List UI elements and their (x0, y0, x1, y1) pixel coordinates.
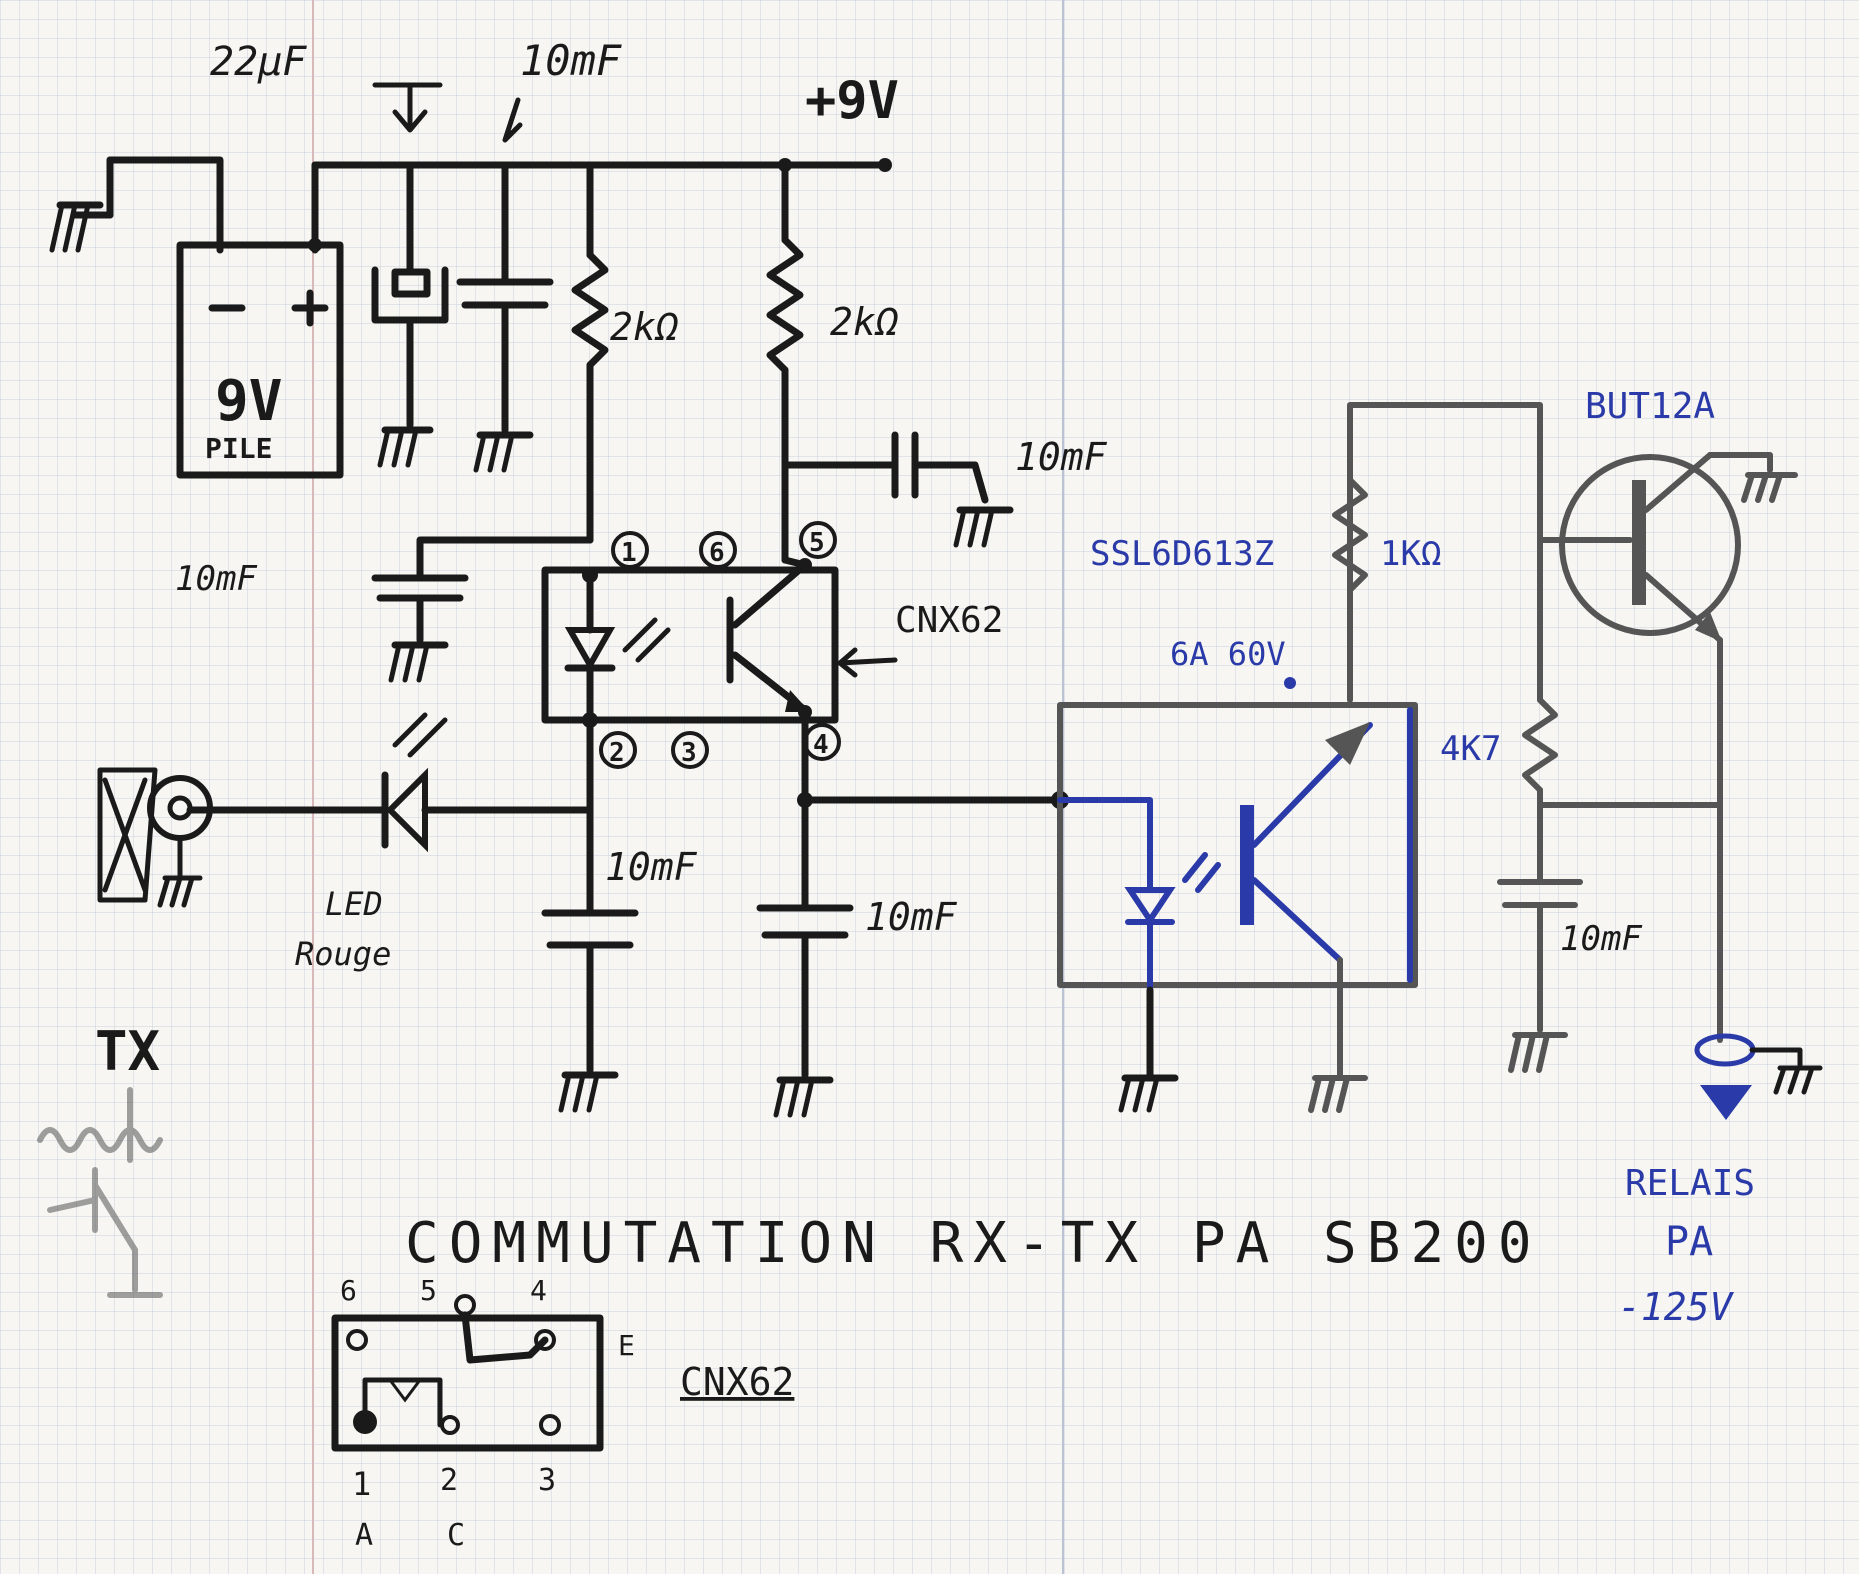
relay-rating-label: 6A 60V (1170, 635, 1286, 673)
arrow-22uf (372, 82, 443, 133)
ground-symbol (49, 201, 104, 253)
capacitor-c4 (371, 536, 594, 683)
diagram-title: COMMUTATION RX-TX PA SB200 (405, 1211, 1542, 1276)
pinout-bottom-2: 2 (440, 1463, 458, 1498)
transistor-label: BUT12A (1585, 386, 1715, 427)
label-c5: 10mF (605, 845, 698, 889)
pinout-a: A (355, 1518, 373, 1553)
pin-2-label: 2 (609, 738, 625, 768)
relais-label-3: -125V (1618, 1285, 1735, 1329)
relais-label-2: PA (1665, 1219, 1713, 1265)
pinout-c: C (447, 1518, 465, 1553)
opto-label: CNX62 (895, 600, 1003, 641)
label-c3: 10mF (1015, 435, 1108, 479)
capacitor-c2 (456, 161, 554, 473)
cnx62-pinout (331, 1294, 604, 1452)
optocoupler-cnx62 (541, 556, 839, 728)
tx-label: TX (95, 1020, 160, 1083)
red-led (186, 712, 594, 853)
label-r1: 2kΩ (610, 305, 679, 349)
relay-coil (1694, 1033, 1823, 1120)
label-c2: 10mF (520, 36, 622, 85)
resistor-4k7 (1522, 517, 1723, 883)
pin-1-label: 1 (621, 538, 637, 568)
label-vcc: +9V (805, 71, 899, 131)
pin-3-label: 3 (681, 738, 697, 768)
pinout-bottom-3: 3 (538, 1463, 556, 1498)
label-22uf: 22µF (210, 39, 307, 85)
pinout-top-4: 4 (530, 1274, 547, 1307)
capacitor-c7 (1497, 879, 1583, 1073)
ssl-relay (1057, 702, 1418, 993)
pin-5-label: 5 (809, 528, 825, 558)
relay-part-label: SSL6D613Z (1090, 534, 1274, 574)
label-c6: 10mF (865, 895, 958, 939)
led-label-2: Rouge (295, 935, 391, 973)
coax-connector (97, 767, 213, 908)
battery-voltage: 9V (215, 369, 282, 434)
pin-4-label: 4 (813, 730, 829, 760)
arrow-c2 (502, 97, 523, 143)
capacitor-c3 (781, 431, 1014, 548)
relais-label-1: RELAIS (1625, 1163, 1755, 1204)
pinout-top-6: 6 (340, 1274, 357, 1307)
pinout-caption: CNX62 (680, 1360, 794, 1404)
pinout-e: E (618, 1329, 635, 1362)
label-r2: 2kΩ (830, 300, 899, 344)
led-label-1: LED (325, 885, 383, 923)
tx-faint-sketch (37, 1087, 163, 1298)
label-c4: 10mF (175, 559, 257, 599)
resistor-1k (1332, 402, 1543, 703)
resistor-r1 (571, 161, 609, 544)
pinout-top-5: 5 (420, 1274, 437, 1307)
lower-wiring (541, 708, 1069, 1118)
pinout-bottom-1: 1 (352, 1465, 371, 1503)
battery (176, 238, 344, 479)
capacitor-22uf (371, 161, 449, 468)
transistor-but12a (1537, 452, 1798, 1043)
label-r4: 4K7 (1440, 729, 1501, 769)
battery-type: PILE (205, 432, 272, 465)
rating-dot (1284, 677, 1296, 689)
label-r3: 1KΩ (1380, 534, 1441, 574)
ssl-grounds (1118, 957, 1368, 1113)
label-c7: 10mF (1560, 919, 1642, 959)
arrow-opto (837, 647, 898, 678)
pin-6-label: 6 (709, 538, 725, 568)
